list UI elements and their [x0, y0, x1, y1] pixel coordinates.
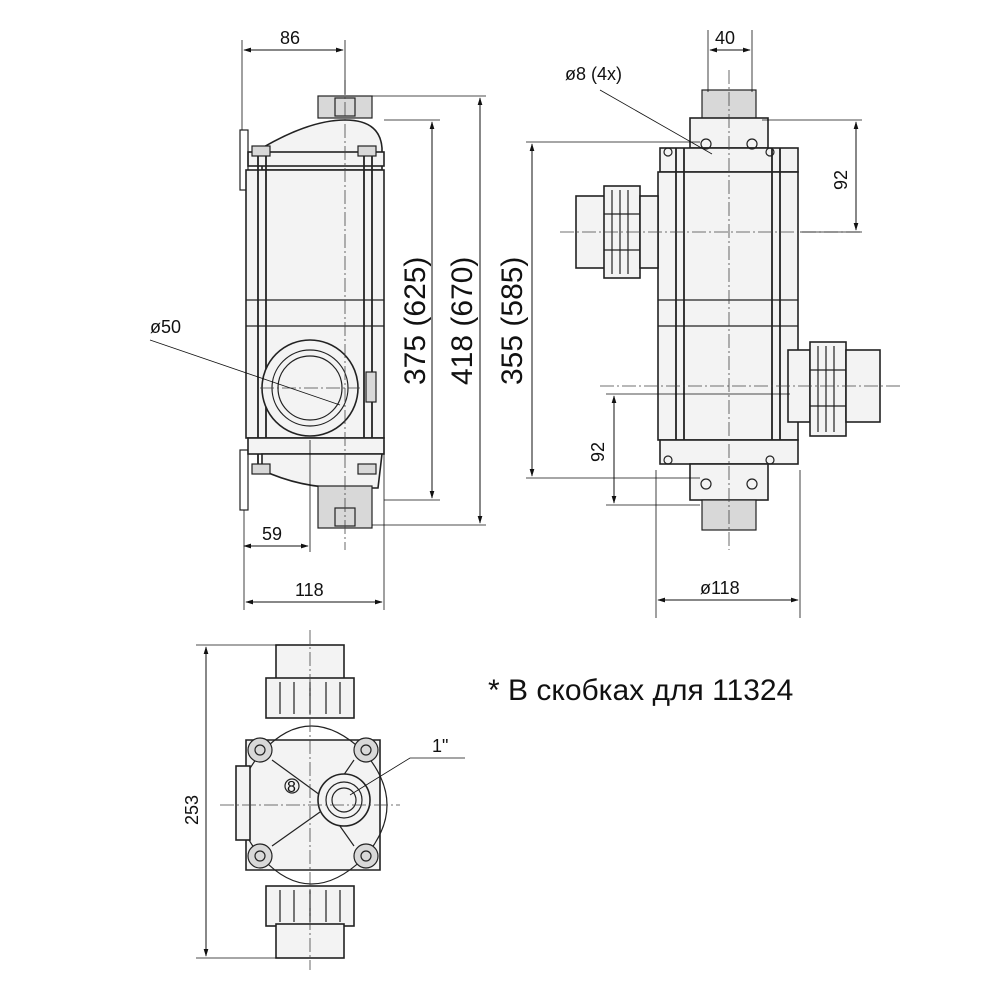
dim-bottom-length: 253	[182, 795, 202, 825]
dim-side-spacing-top: 92	[831, 170, 851, 190]
dim-front-length-2: 418 (670)	[446, 257, 479, 385]
sensor-glyph: 8	[287, 779, 296, 796]
dim-bottom-thread: 1"	[432, 736, 448, 756]
dim-front-offset-bottom: 59	[262, 524, 282, 544]
dim-side-diameter-bottom: ø118	[700, 578, 740, 598]
dim-side-width-top: 40	[715, 28, 735, 48]
side-view: 40 ø8 (4x) 355 (585) 92 92 ø118	[496, 28, 900, 618]
dim-front-length-3: 355 (585)	[496, 257, 529, 385]
footnote: * В скобках для 11324	[488, 674, 793, 707]
dim-side-bolt-holes: ø8 (4x)	[565, 64, 622, 84]
front-view: 86 375 (625) 418 (670) ø50 59 118	[149, 28, 486, 610]
dim-front-width-top: 86	[280, 28, 300, 48]
bottom-view: 8 253 1"	[182, 630, 465, 970]
dim-front-port-diameter: ø50	[150, 317, 181, 337]
dim-side-spacing-bottom: 92	[588, 442, 608, 462]
dim-front-width-bottom: 118	[295, 580, 324, 600]
dim-front-length-1: 375 (625)	[399, 257, 432, 385]
